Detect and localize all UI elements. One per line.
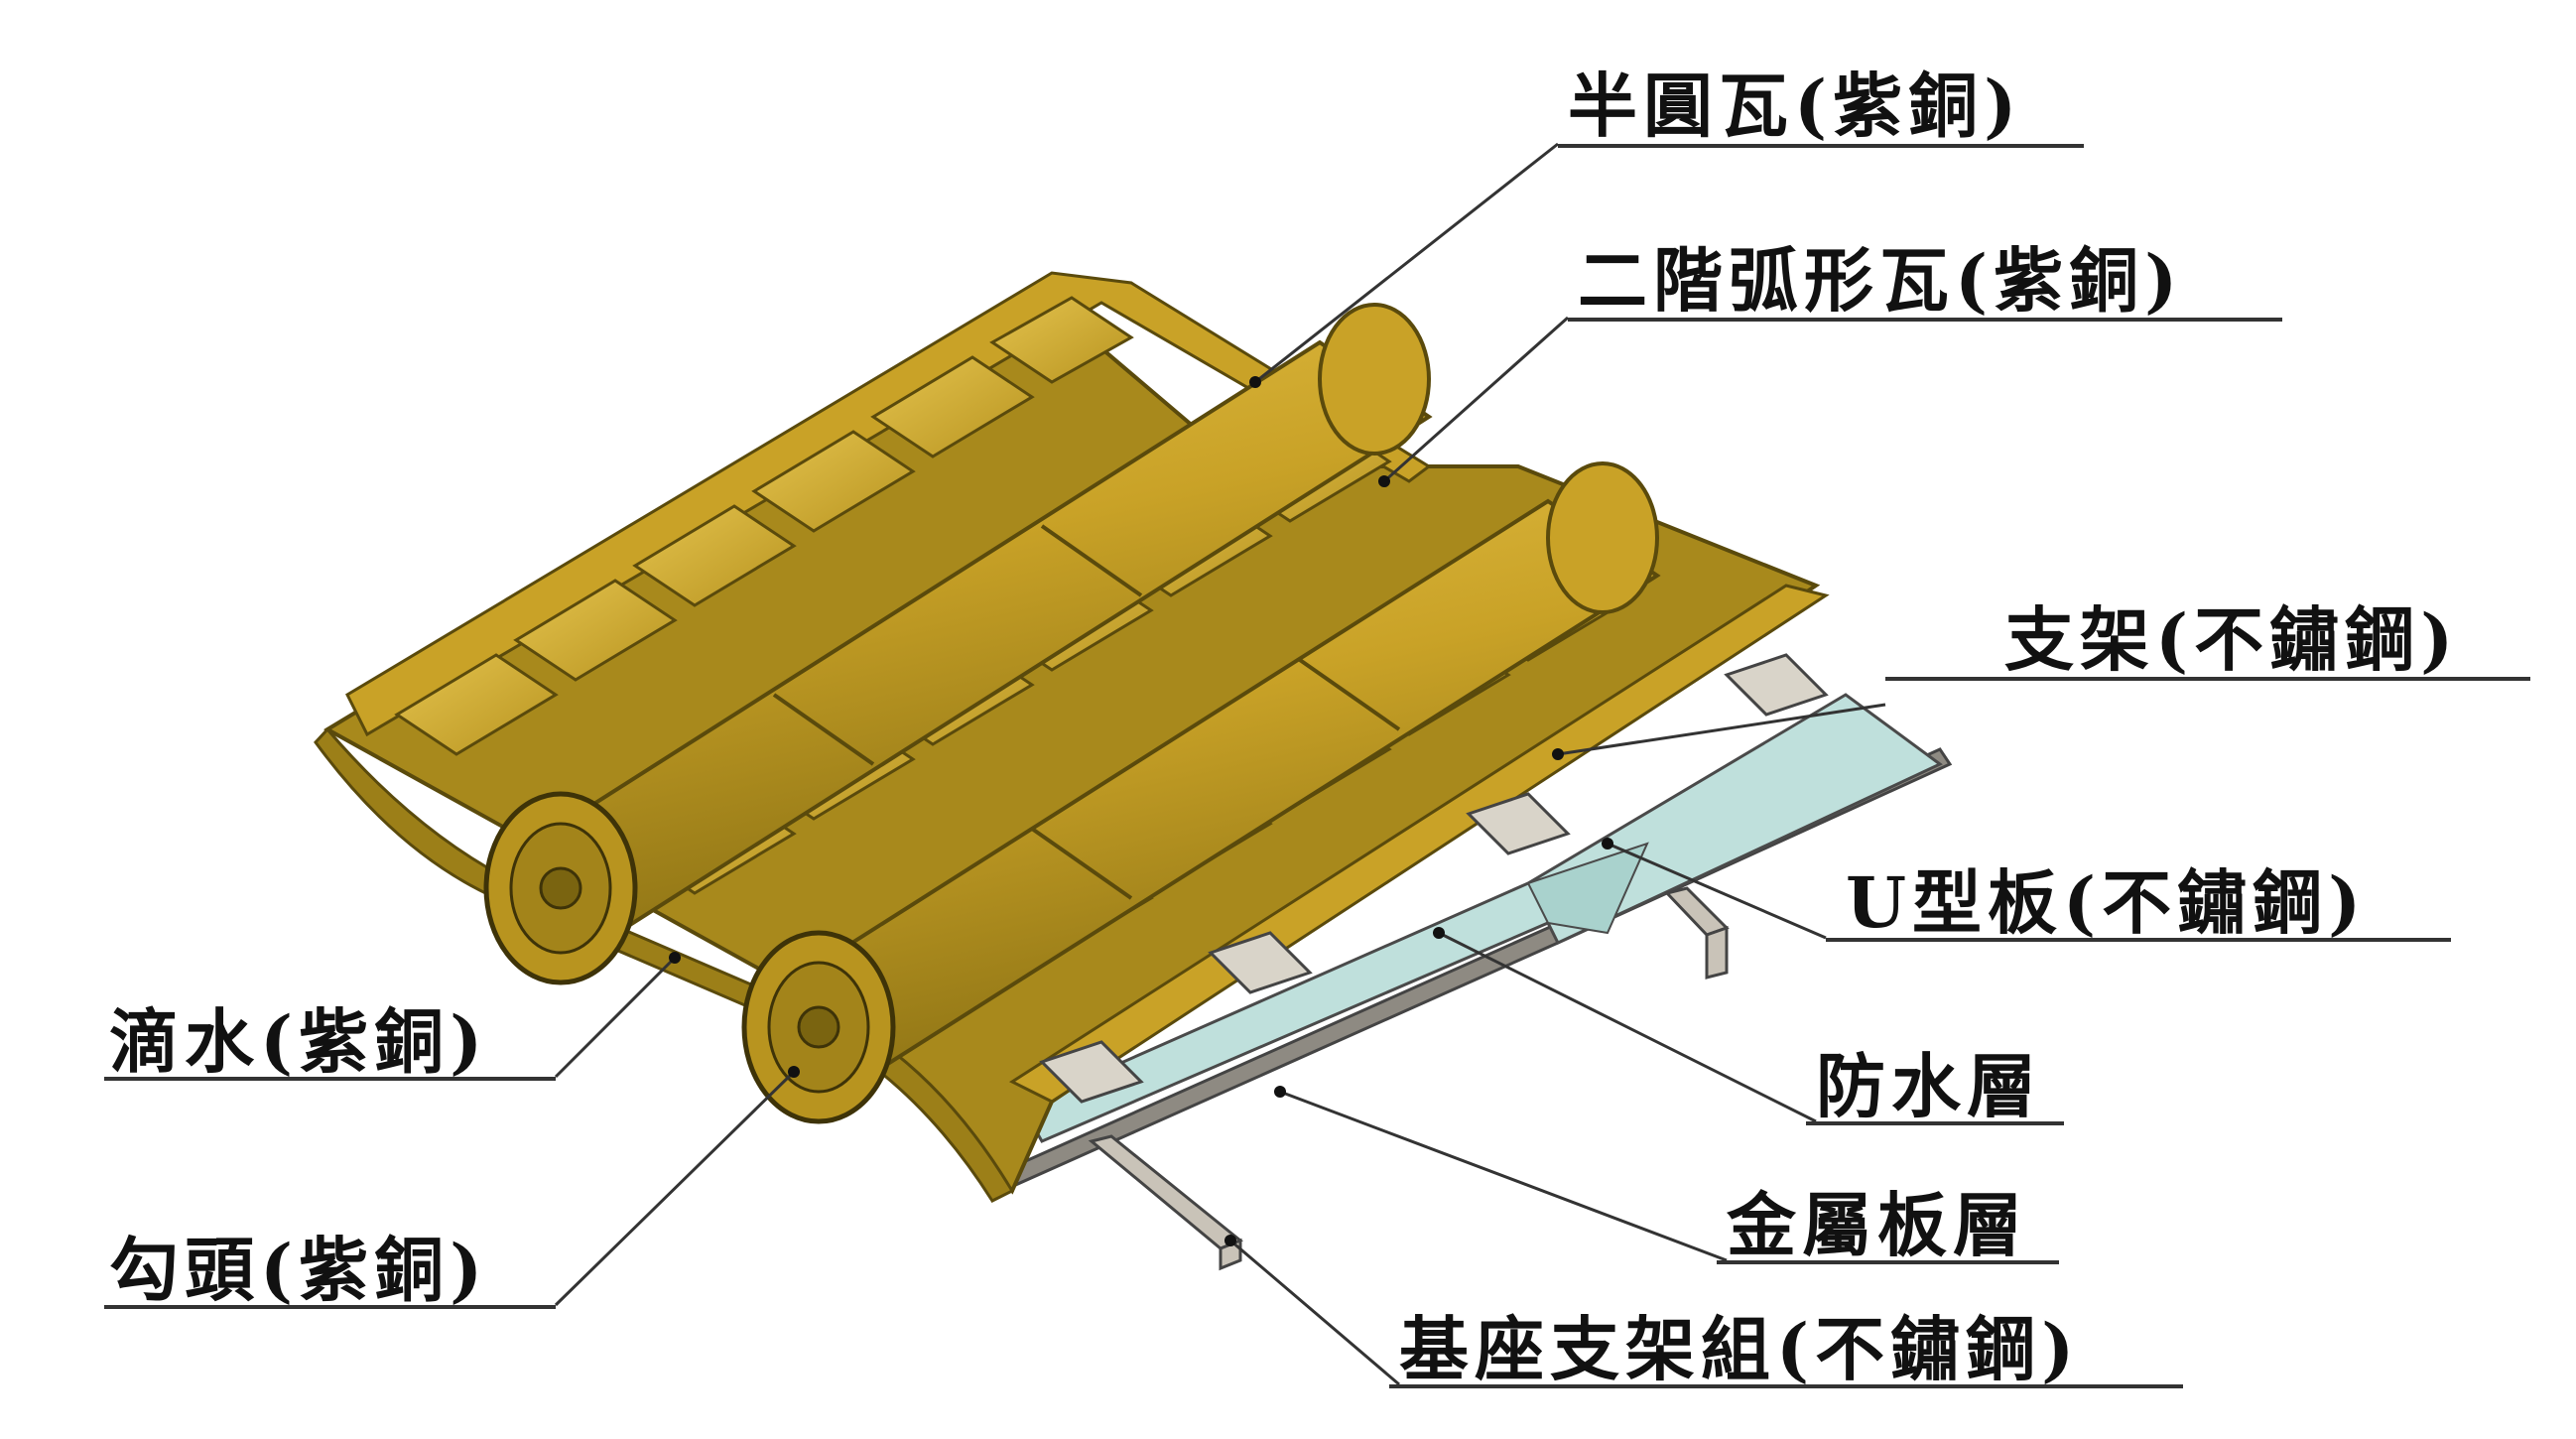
leader-lines: [554, 142, 1886, 1386]
underline-u-plate: [1826, 938, 2451, 942]
hook-head-1: [483, 791, 638, 985]
arc-tile-body: [314, 271, 1821, 1203]
underline-waterproof-layer: [1806, 1121, 2064, 1125]
base-bracket-set: [1088, 886, 1730, 1271]
waterproof-layer: [1019, 693, 1943, 1143]
underline-hook-head: [104, 1305, 556, 1309]
label-bracket: 支架(不鏽鋼): [2004, 598, 2460, 681]
waterproof-layer-step: [1526, 842, 1649, 935]
label-u-plate: U型板(不鏽鋼): [1846, 861, 2368, 944]
side-rail: [1008, 584, 1830, 1104]
underline-bracket: [1885, 677, 2530, 681]
underline-drip: [104, 1077, 556, 1081]
underline-metal-plate-layer: [1717, 1260, 2059, 1264]
underline-base-bracket-set: [1389, 1384, 2183, 1388]
half-round-tile-1: [512, 303, 1433, 931]
leader-dots: [669, 376, 1613, 1246]
label-half-round-tile: 半圓瓦(紫銅): [1568, 65, 2023, 147]
label-metal-plate-layer: 金屬板層: [1727, 1184, 2028, 1266]
underline-two-step-arc-tile: [1568, 318, 2282, 322]
hook-head-2: [741, 930, 896, 1124]
label-two-step-arc-tile: 二階弧形瓦(紫銅): [1578, 239, 2184, 322]
label-hook-head: 勾頭(紫銅): [109, 1229, 489, 1311]
label-base-bracket-set: 基座支架組(不鏽鋼): [1399, 1308, 2081, 1390]
underline-half-round-tile: [1558, 144, 2084, 148]
brackets: [1039, 653, 1829, 1104]
label-waterproof-layer: 防水層: [1816, 1045, 2042, 1127]
label-drip: 滴水(紫銅): [109, 1000, 489, 1083]
